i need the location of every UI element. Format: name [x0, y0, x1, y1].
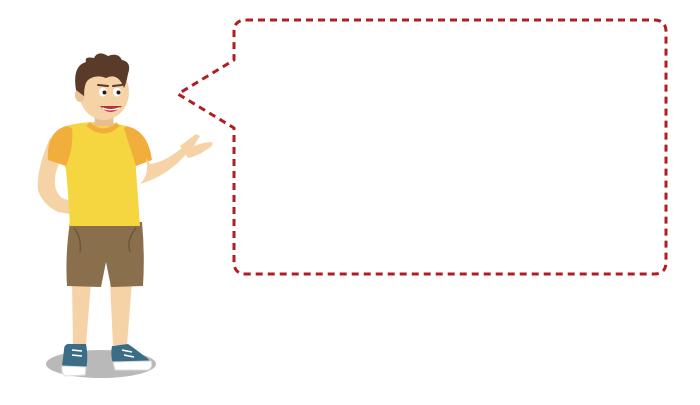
shorts: [66, 222, 144, 287]
right-shoe-icon: [111, 344, 151, 366]
shorts-pocket: [73, 227, 137, 253]
presenting-boy-icon: [37, 53, 213, 378]
right-arm: [140, 146, 188, 184]
eyebrows: [97, 84, 123, 87]
speech-bubble-text: [250, 40, 650, 255]
presenting-hand: [180, 134, 213, 158]
right-shoe-sole: [112, 360, 153, 371]
teeth: [102, 107, 120, 111]
right-pupil: [116, 90, 121, 95]
left-pupil: [102, 90, 107, 95]
hair: [75, 53, 130, 96]
left-leg: [72, 282, 91, 345]
shirt-collar: [86, 122, 120, 134]
shoe-laces: [71, 349, 135, 358]
shirt: [63, 122, 140, 226]
right-leg: [110, 282, 132, 345]
left-sleeve: [47, 126, 73, 166]
left-shoe-sole: [61, 365, 87, 377]
speech-bubble-icon: [176, 18, 668, 276]
right-sleeve: [124, 126, 152, 166]
